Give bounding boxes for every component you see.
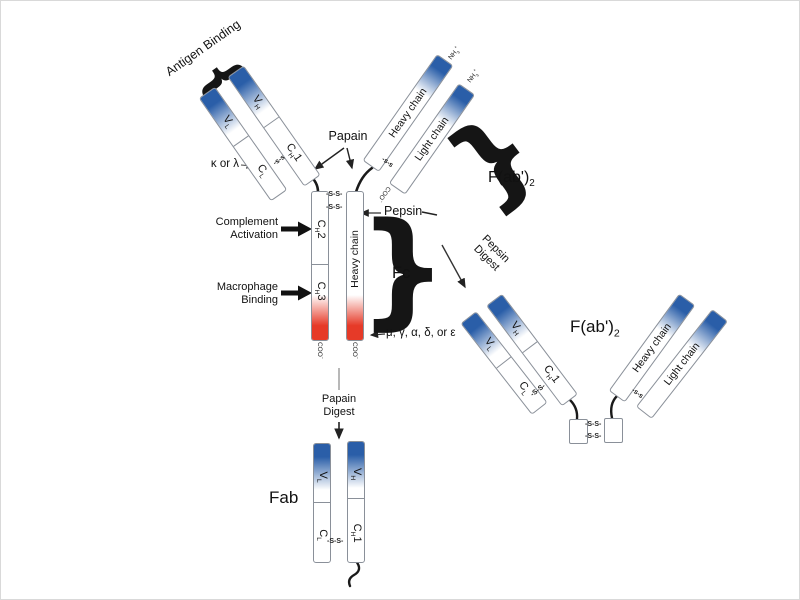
fab2-hinge-ss-bond-2: -S-S- — [585, 433, 602, 440]
fc-label: Fc — [392, 264, 411, 282]
vl-domain-label: VL — [314, 471, 330, 483]
hinge-ss-bond-2: -S-S- — [326, 204, 343, 211]
papain-label: Papain — [328, 129, 368, 143]
kappa-lambda-label: κ or λ — [210, 158, 239, 170]
ch3-domain-label: CH3 — [312, 281, 328, 301]
stem-heavy-chain-bar: Heavy chain — [346, 191, 364, 341]
right-heavy-hinge-tail — [354, 166, 374, 194]
isotype-label: μ, γ, α, δ, or ε — [386, 327, 456, 339]
stem-ch2-ch3-bar: CH2 CH3 — [311, 191, 329, 341]
pepsin-brace-dash — [421, 211, 438, 216]
macrophage-binding-label: Macrophage Binding — [196, 281, 278, 306]
isotype-arrow — [369, 330, 386, 339]
fab-heavy-chain-bar: VH CH1 — [347, 441, 365, 563]
constant-region-gradient — [312, 295, 328, 340]
complement-activation-arrow — [281, 221, 312, 237]
ch2-domain-label: CH2 — [312, 219, 328, 239]
fab-hinge-tail — [347, 559, 361, 588]
constant-region-gradient — [347, 295, 363, 340]
macrophage-binding-arrow — [281, 285, 312, 301]
fab2-sub: 2 — [529, 178, 535, 190]
fab2-sub: 2 — [613, 327, 620, 340]
fab2-hinge-ss-bond-1: -S-S- — [585, 421, 602, 428]
papain-digest-line2: Digest — [323, 405, 355, 418]
cl-domain-label: CL — [254, 162, 269, 180]
fab2-hinge-box-left — [569, 419, 588, 444]
domain-divider — [522, 341, 538, 354]
fc-brace: } — [358, 195, 448, 342]
hinge-ss-bond-1: -S-S- — [326, 191, 343, 198]
complement-activation-label: Complement Activation — [196, 216, 278, 241]
variable-region-gradient — [348, 442, 364, 488]
papain-arrow-left — [313, 147, 345, 170]
fab-label: Fab — [269, 488, 299, 507]
domain-divider — [496, 356, 512, 369]
fab-ss-bond: -S-S- — [327, 538, 344, 545]
pepsin-label: Pepsin — [384, 204, 423, 218]
pepsin-digest-arrow — [441, 244, 466, 289]
domain-divider — [312, 264, 328, 265]
fab2-text: F(ab') — [488, 169, 530, 186]
variable-region-gradient — [314, 444, 330, 490]
macrophage-line1: Macrophage — [216, 281, 278, 293]
domain-divider — [263, 116, 280, 128]
domain-divider — [348, 498, 364, 499]
papain-arrow-right — [345, 147, 355, 170]
fab2-right-hinge-tail — [609, 394, 619, 420]
fab2-text: F(ab') — [570, 317, 614, 336]
papain-digest-line1: Papain — [321, 393, 357, 405]
papain-digest-label: Papain Digest — [313, 393, 365, 418]
domain-divider — [233, 135, 249, 147]
fab2-label-upper: F(ab')2 — [488, 169, 535, 189]
coo-terminus: COO− — [316, 341, 326, 360]
fab2-label-fragment: F(ab')2 — [570, 317, 620, 339]
coo-terminus: COO− — [351, 341, 361, 360]
domain-divider — [314, 502, 330, 503]
complement-line2: Activation — [230, 228, 278, 241]
fab2-hinge-box-right — [604, 418, 623, 443]
macrophage-line2: Binding — [241, 293, 278, 306]
ch1-domain-label: CH1 — [348, 523, 364, 543]
fab2-left-hinge-tail — [568, 398, 579, 421]
heavy-chain-label: Heavy chain — [349, 229, 361, 288]
fab-light-chain-bar: VL CL — [313, 443, 331, 563]
vh-domain-label: VH — [348, 467, 364, 481]
complement-line1: Complement — [215, 216, 278, 228]
